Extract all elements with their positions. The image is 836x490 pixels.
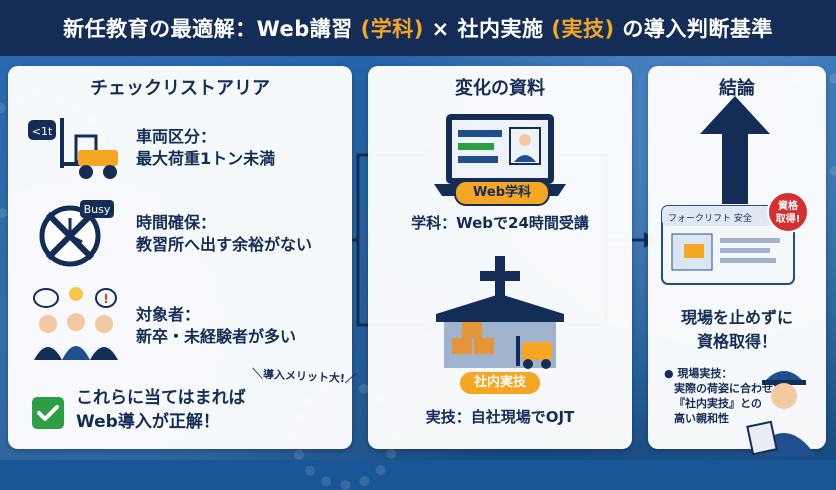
clock-icon: Busy [36,198,116,268]
title-mid: × 社内実施 [431,17,544,41]
merit-note: ＼導入メリット大!／ [251,367,357,386]
item-time-line2: 教習所へ出す余裕がない [136,235,313,254]
up-arrow-icon [700,96,770,204]
check-line1: これらに当てはまれば [76,388,246,408]
item-target-line1: 対象者： [136,305,201,324]
web-caption: 学科：Webで24時間受講 [411,214,589,232]
checkmark-icon [32,397,64,429]
laptop-icon [430,110,570,200]
checklist-heading: チェックリストアリア [90,78,270,99]
note-line2: 実際の荷姿に合わせた [674,382,784,395]
note-line3: 『社内実技』との [674,397,762,410]
worker-icon [742,360,826,456]
conclusion-line2: 資格取得！ [696,332,777,351]
item-vehicle-line1: 車両区分： [136,127,217,146]
item-target-text: 対象者： 新卒・未経験者が多い [136,304,296,348]
plus-icon [480,256,520,296]
svg-text:!: ! [103,292,108,306]
conclusion-panel: 結論 フォークリフト 安全 資格 取得! 現場を止めずに 資格取得！ ● 現場実… [648,66,826,449]
change-panel: 変化の資料 Web学科 学科：Webで24時間受講 社内実技 [368,66,632,449]
card-title: フォークリフト 安全 [668,212,752,224]
item-vehicle-text: 車両区分： 最大荷重1トン未満 [136,126,275,170]
conclusion-text: 現場を止めずに 資格取得！ [648,306,826,354]
change-heading: 変化の資料 [455,78,545,99]
onsite-note: ● 現場実技： 実際の荷姿に合わせた 『社内実技』との 高い親和性 [664,366,784,426]
onsite-caption: 実技：自社現場でOJT [425,408,575,426]
title-highlight-2: (実技) [551,17,615,41]
license-card-icon: フォークリフト 安全 資格 取得! [660,191,818,288]
people-icon: ! [26,284,126,362]
item-vehicle-line2: 最大荷重1トン未満 [136,149,276,168]
busy-tag-label: Busy [84,203,111,216]
item-time-text: 時間確保： 教習所へ出す余裕がない [136,212,312,256]
forklift-tag-label: <1t [32,125,53,138]
seal-line2: 取得! [776,212,801,225]
forklift-icon: <1t [26,114,122,184]
title-part1: 新任教育の最適解：Web講習 [63,17,353,41]
checklist-panel: チェックリストアリア <1t 車両区分： 最大荷重1トン未満 Busy [8,66,356,449]
conclusion-line1: 現場を止めずに [680,308,793,327]
note-line4: 高い親和性 [674,412,729,425]
title-highlight-1: (学科) [360,17,424,41]
check-line2: Web導入が正解！ [76,412,220,432]
seal-line1: 資格 [778,199,799,212]
item-time-line1: 時間確保： [136,213,217,232]
warehouse-icon [432,292,568,370]
web-course-badge: Web学科 [454,180,550,206]
conclusion-heading: 結論 [719,78,755,99]
onsite-training-badge: 社内実技 [460,372,540,394]
item-target-line2: 新卒・未経験者が多い [136,327,297,346]
title-part2: の導入判断基準 [622,17,773,41]
page-title: 新任教育の最適解：Web講習 (学科) × 社内実施 (実技) の導入判断基準 [63,13,773,43]
title-bar: 新任教育の最適解：Web講習 (学科) × 社内実施 (実技) の導入判断基準 [0,0,836,56]
note-line1: ● 現場実技： [664,367,733,380]
check-conclusion-text: これらに当てはまれば Web導入が正解！ [76,386,246,434]
